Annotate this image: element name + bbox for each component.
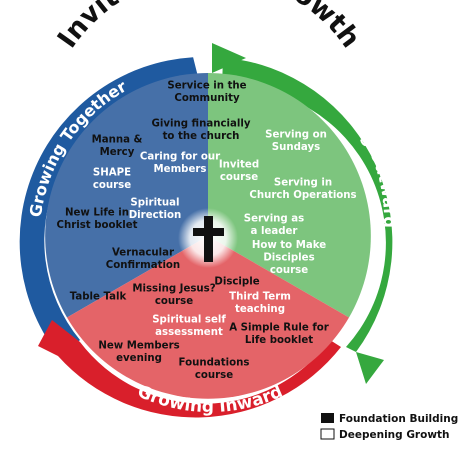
sector-together: [45, 73, 209, 318]
item-line: SHAPE: [93, 167, 131, 178]
item-giving-financially: Giving financially to the church: [151, 118, 250, 142]
item-line: Manna &: [92, 134, 143, 145]
item-line: course: [195, 370, 233, 381]
item-line: Missing Jesus?: [132, 283, 215, 294]
item-new-life: New Life in Christ booklet: [56, 207, 137, 231]
item-line: course: [270, 265, 308, 276]
item-line: course: [155, 296, 193, 307]
item-line: Service in the: [167, 80, 246, 91]
item-line: Christ booklet: [56, 220, 137, 231]
diagram-title: Invitations to Growth: [52, 0, 366, 54]
sector-outward: [208, 73, 371, 318]
item-line: Caring for our: [140, 151, 220, 162]
legend-deepening: Deepening Growth: [339, 429, 450, 441]
item-line: Church Operations: [249, 190, 356, 201]
legend-swatch-deepening: [320, 428, 335, 440]
item-line: Sundays: [272, 142, 320, 153]
item-foundations: Foundations course: [179, 357, 250, 381]
item-line: Serving on: [265, 129, 327, 140]
item-new-members: New Members evening: [98, 340, 179, 364]
item-line: How to Make: [252, 240, 326, 251]
item-line: Life booklet: [245, 335, 313, 346]
legend-foundation: Foundation Building: [339, 413, 458, 425]
item-line: A Simple Rule for: [229, 322, 329, 333]
item-line: evening: [116, 353, 162, 364]
item-line: Spiritual: [130, 197, 179, 208]
item-missing-jesus: Missing Jesus? course: [132, 283, 215, 307]
item-disciple: Disciple: [214, 277, 259, 288]
item-line: a leader: [251, 226, 298, 237]
item-serving-operations: Serving in Church Operations: [249, 177, 356, 201]
item-line: Foundations: [179, 357, 250, 368]
item-line: to the church: [163, 131, 240, 142]
item-line: Disciples: [263, 253, 314, 264]
item-line: Members: [154, 164, 207, 175]
sector-inward: [67, 236, 349, 399]
item-manna-mercy: Manna & Mercy: [92, 134, 143, 158]
item-line: Table Talk: [70, 292, 127, 303]
item-line: Third Term: [229, 291, 291, 302]
item-serving-leader: Serving as a leader: [244, 213, 304, 237]
item-line: teaching: [235, 304, 285, 315]
item-line: course: [93, 180, 131, 191]
item-line: Spiritual self: [152, 314, 226, 325]
cross-icon: [193, 216, 224, 262]
item-table-talk: Table Talk: [70, 292, 127, 303]
item-line: Serving as: [244, 213, 304, 224]
item-line: Serving in: [274, 177, 332, 188]
ring-growing-inward: [38, 320, 341, 418]
item-third-term: Third Term teaching: [229, 291, 291, 315]
item-line: Vernacular: [112, 247, 174, 258]
item-self-assessment: Spiritual self assessment: [152, 314, 226, 338]
item-line: New Members: [98, 340, 179, 351]
legend-swatch-foundation: [321, 413, 334, 423]
legend: Foundation Building Deepening Growth: [320, 413, 458, 441]
item-line: New Life in: [65, 207, 129, 218]
item-line: assessment: [155, 327, 223, 338]
ring-growing-together: [19, 57, 201, 358]
item-shape-course: SHAPE course: [93, 167, 131, 191]
item-line: Mercy: [100, 147, 135, 158]
ring-growing-outward: [212, 43, 393, 384]
item-line: course: [220, 172, 258, 183]
item-line: Community: [174, 93, 240, 104]
item-line: Disciple: [214, 277, 259, 288]
item-line: Giving financially: [151, 118, 250, 129]
item-line: Direction: [129, 210, 182, 221]
item-serving-sundays: Serving on Sundays: [265, 129, 327, 153]
item-invited-course: Invited course: [219, 159, 259, 183]
item-line: Confirmation: [106, 260, 180, 271]
item-line: Invited: [219, 159, 259, 170]
